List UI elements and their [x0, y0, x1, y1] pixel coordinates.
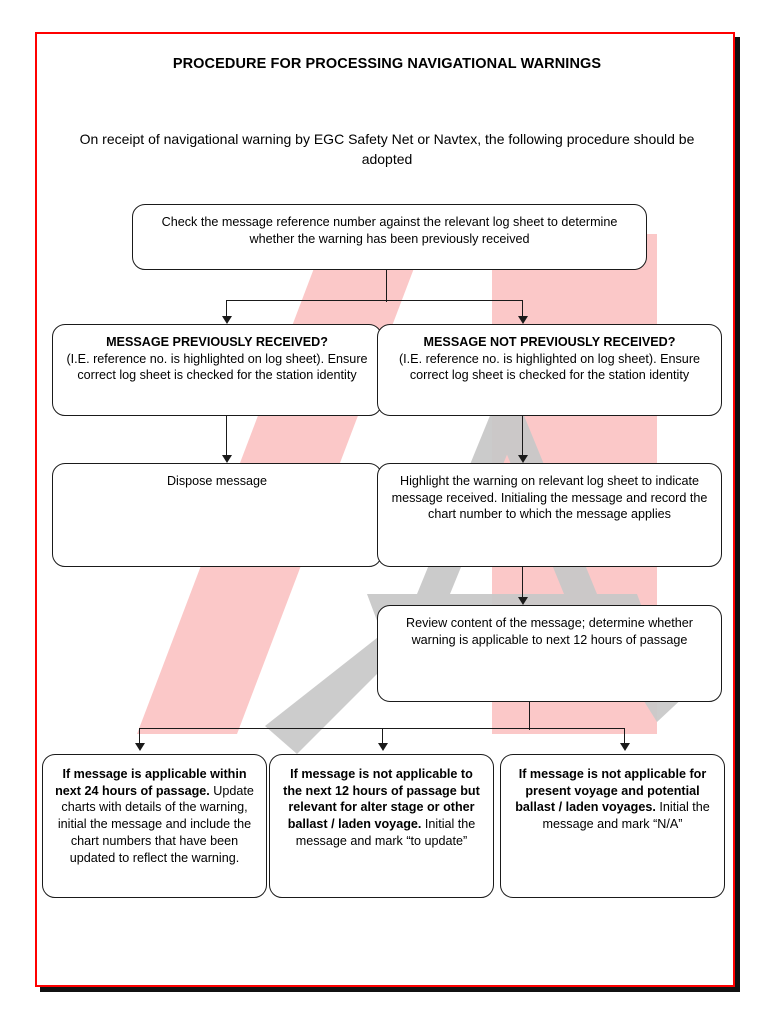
arrow-check-to-not-previously-received	[518, 316, 528, 324]
node-outcome-24h: If message is applicable within next 24 …	[42, 754, 267, 898]
node-outcome-alter-stage-body: Initial the message and mark “to update”	[295, 817, 476, 848]
node-review: Review content of the message; determine…	[377, 605, 722, 702]
connector-check-right-drop	[522, 300, 524, 318]
node-previously-received: MESSAGE PREVIOUSLY RECEIVED? (I.E. refer…	[52, 324, 382, 416]
node-outcome-na: If message is not applicable for present…	[500, 754, 725, 898]
node-not-previously-received-text: (I.E. reference no. is highlighted on lo…	[398, 351, 701, 383]
connector-check-left-drop	[226, 300, 228, 318]
node-previously-received-heading: MESSAGE PREVIOUSLY RECEIVED?	[106, 335, 328, 349]
node-highlight: Highlight the warning on relevant log sh…	[377, 463, 722, 567]
node-not-previously-received: MESSAGE NOT PREVIOUSLY RECEIVED? (I.E. r…	[377, 324, 722, 416]
node-outcome-24h-text: If message is applicable within next 24 …	[54, 766, 255, 866]
node-outcome-na-lead: If message is not applicable for present…	[515, 767, 707, 815]
node-outcome-alter-stage-lead: If message is not applicable to the next…	[283, 767, 480, 832]
intro-paragraph: On receipt of navigational warning by EG…	[79, 131, 695, 168]
node-outcome-24h-lead: If message is applicable within next 24 …	[55, 767, 247, 798]
node-dispose-text: Dispose message	[166, 474, 268, 488]
connector-not-previously-received-to-highlight	[522, 416, 524, 457]
node-review-text: Review content of the message; determine…	[405, 616, 693, 647]
node-outcome-alter-stage: If message is not applicable to the next…	[269, 754, 494, 898]
arrow-review-to-outcome-alter-stage	[378, 743, 388, 751]
node-outcome-24h-body: Update charts with details of the warnin…	[57, 783, 254, 865]
connector-review-drop-middle	[382, 728, 384, 745]
arrow-check-to-previously-received	[222, 316, 232, 324]
node-not-previously-received-heading: MESSAGE NOT PREVIOUSLY RECEIVED?	[423, 335, 676, 349]
connector-previously-received-to-dispose	[226, 416, 228, 457]
connector-highlight-to-review	[522, 567, 524, 599]
connector-check-bar	[226, 300, 523, 302]
node-outcome-na-body: Initial the message and mark “N/A”	[542, 800, 710, 832]
page-title: PROCEDURE FOR PROCESSING NAVIGATIONAL WA…	[172, 56, 602, 72]
arrow-highlight-to-review	[518, 597, 528, 605]
node-previously-received-text: (I.E. reference no. is highlighted on lo…	[66, 351, 368, 383]
arrow-previously-received-to-dispose	[222, 455, 232, 463]
arrow-not-previously-received-to-highlight	[518, 455, 528, 463]
node-outcome-na-text: If message is not applicable for present…	[512, 766, 713, 833]
connector-check-stem	[386, 270, 388, 302]
arrow-review-to-outcome-na	[620, 743, 630, 751]
connector-review-drop-right	[624, 728, 626, 745]
node-dispose: Dispose message	[52, 463, 382, 567]
node-highlight-text: Highlight the warning on relevant log sh…	[391, 474, 708, 522]
node-outcome-alter-stage-text: If message is not applicable to the next…	[281, 766, 482, 850]
document-page: PROCEDURE FOR PROCESSING NAVIGATIONAL WA…	[35, 32, 735, 987]
arrow-review-to-outcome-24h	[135, 743, 145, 751]
connector-review-drop-left	[139, 728, 141, 745]
node-check: Check the message reference number again…	[132, 204, 647, 270]
connector-review-stem	[529, 702, 531, 730]
node-check-text: Check the message reference number again…	[161, 215, 618, 246]
